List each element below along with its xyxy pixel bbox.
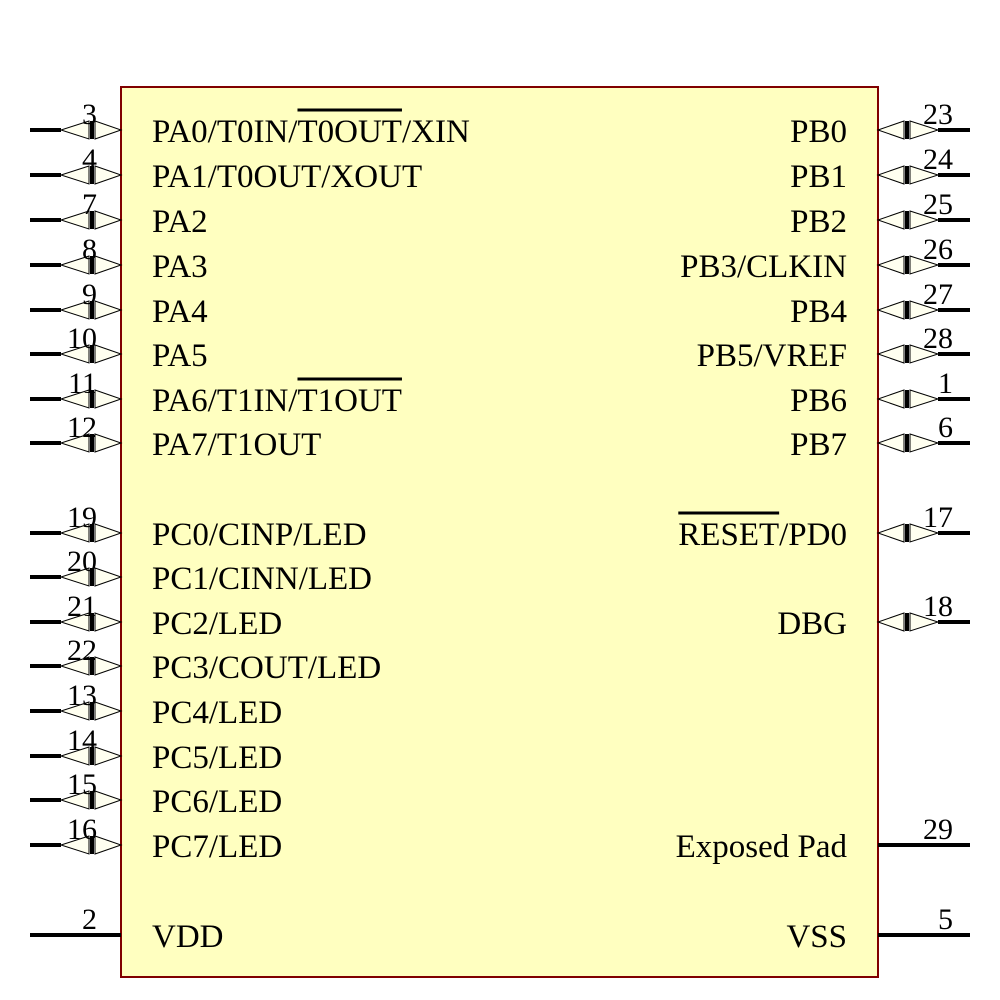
pin-number: 4	[82, 143, 97, 176]
pin-13: 13 PC4/LED	[30, 679, 282, 731]
pin-label: PB3/CLKIN	[680, 249, 847, 285]
pin-label: PC6/LED	[152, 784, 282, 820]
pin-number: 3	[82, 98, 97, 131]
pin-label: PB7	[790, 427, 847, 463]
pin-number: 19	[67, 501, 97, 534]
pin-25: 25 PB2	[790, 188, 970, 240]
pin-number: 11	[68, 367, 97, 400]
pin-label: PA3	[152, 249, 208, 285]
pin-22: 22 PC3/COUT/LED	[30, 634, 381, 686]
pin-number: 6	[938, 411, 953, 444]
pin-10: 10 PA5	[30, 322, 208, 374]
pin-number: 17	[923, 501, 953, 534]
pin-label: PB6	[790, 383, 847, 419]
pin-number: 21	[67, 590, 97, 623]
pin-19: 19 PC0/CINP/LED	[30, 501, 367, 553]
pin-17: 17 RESET/PD0	[678, 501, 970, 553]
pin-number: 14	[67, 724, 97, 757]
pin-9: 9 PA4	[30, 278, 208, 330]
pin-label: PA6/T1IN/T1OUT	[152, 383, 402, 419]
pin-label: VDD	[152, 919, 224, 955]
pin-label: PA7/T1OUT	[152, 427, 321, 463]
pin-label: PA1/T0OUT/XOUT	[152, 159, 422, 195]
pin-21: 21 PC2/LED	[30, 590, 282, 642]
pin-number: 13	[67, 679, 97, 712]
pin-label: PC4/LED	[152, 695, 282, 731]
pin-label: PA2	[152, 204, 208, 240]
pin-27: 27 PB4	[790, 278, 970, 330]
pin-20: 20 PC1/CINN/LED	[30, 545, 372, 597]
pin-1: 1 PB6	[790, 367, 970, 419]
pin-number: 2	[82, 903, 97, 936]
pin-number: 22	[67, 634, 97, 667]
pin-number: 25	[923, 188, 953, 221]
pin-label: PC3/COUT/LED	[152, 650, 381, 686]
pin-11: 11 PA6/T1IN/T1OUT	[30, 367, 402, 419]
pin-number: 23	[923, 98, 953, 131]
pin-24: 24 PB1	[790, 143, 970, 195]
pin-number: 1	[938, 367, 953, 400]
pin-12: 12 PA7/T1OUT	[30, 411, 321, 463]
pin-number: 20	[67, 545, 97, 578]
pin-3: 3 PA0/T0IN/T0OUT/XIN	[30, 98, 470, 150]
pin-label: PB5/VREF	[697, 338, 847, 374]
pin-28: 28 PB5/VREF	[697, 322, 970, 374]
pin-label: PB2	[790, 204, 847, 240]
pin-label: Exposed Pad	[676, 829, 848, 865]
pin-23: 23 PB0	[790, 98, 970, 150]
pin-label: PC7/LED	[152, 829, 282, 865]
pin-7: 7 PA2	[30, 188, 208, 240]
pin-number: 24	[923, 143, 953, 176]
pin-18: 18 DBG	[777, 590, 970, 642]
pin-number: 9	[82, 278, 97, 311]
pin-29: 29 Exposed Pad	[676, 813, 970, 865]
pin-number: 5	[938, 903, 953, 936]
right-pin-group: 23 PB0 24 PB1 25 PB2 26 PB3/CLKIN 27 PB4 28 PB5/VRE…	[676, 98, 970, 955]
pin-label: PB4	[790, 294, 847, 330]
pin-15: 15 PC6/LED	[30, 768, 282, 820]
pin-label: PA4	[152, 294, 208, 330]
pin-4: 4 PA1/T0OUT/XOUT	[30, 143, 422, 195]
pin-label: DBG	[777, 606, 847, 642]
pin-number: 8	[82, 233, 97, 266]
pin-label: VSS	[786, 919, 847, 955]
pin-5: 5 VSS	[786, 903, 970, 955]
pin-label: PA5	[152, 338, 208, 374]
pin-number: 28	[923, 322, 953, 355]
pin-number: 18	[923, 590, 953, 623]
pin-16: 16 PC7/LED	[30, 813, 282, 865]
pin-label: RESET/PD0	[678, 517, 847, 553]
pin-label: PB1	[790, 159, 847, 195]
pin-8: 8 PA3	[30, 233, 208, 285]
pin-number: 29	[923, 813, 953, 846]
pin-label: PC2/LED	[152, 606, 282, 642]
pin-number: 12	[67, 411, 97, 444]
pin-14: 14 PC5/LED	[30, 724, 282, 776]
pin-number: 26	[923, 233, 953, 266]
pin-number: 27	[923, 278, 953, 311]
component-body	[120, 86, 879, 978]
pin-label: PC1/CINN/LED	[152, 561, 372, 597]
pin-label: PA0/T0IN/T0OUT/XIN	[152, 114, 470, 150]
pin-6: 6 PB7	[790, 411, 970, 463]
pin-label: PC5/LED	[152, 740, 282, 776]
pin-2: 2 VDD	[30, 903, 224, 955]
pin-number: 16	[67, 813, 97, 846]
pin-number: 15	[67, 768, 97, 801]
pin-number: 7	[82, 188, 97, 221]
pin-label: PC0/CINP/LED	[152, 517, 367, 553]
pin-26: 26 PB3/CLKIN	[680, 233, 970, 285]
pin-number: 10	[67, 322, 97, 355]
pin-label: PB0	[790, 114, 847, 150]
